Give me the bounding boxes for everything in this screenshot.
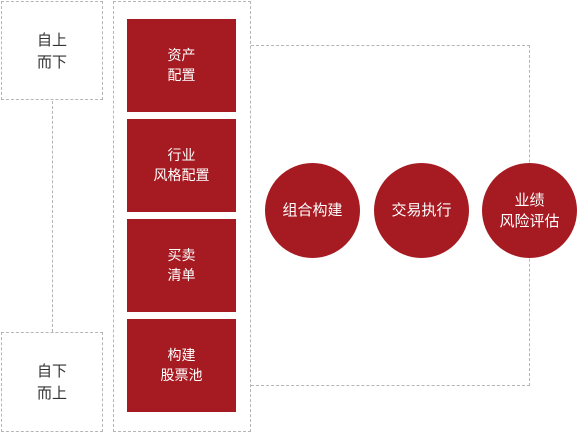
- circle-portfolio-construction: 组合构建: [265, 163, 360, 258]
- bottom-up-label-box: 自下 而上: [1, 332, 103, 432]
- left-vertical-connector: [52, 101, 53, 332]
- circle-label-line: 交易执行: [391, 201, 452, 219]
- top-down-label-box: 自上 而下: [1, 1, 103, 100]
- circle-performance-risk-evaluation: 业绩 风险评估: [482, 163, 577, 258]
- step-trade-list: 买卖 清单: [127, 219, 236, 312]
- bottom-up-label: 自下 而上: [37, 360, 67, 404]
- steps-container: [113, 1, 251, 432]
- bottom-up-line-1: 自下: [36, 362, 67, 380]
- circle-label-line: 业绩: [514, 190, 545, 209]
- step-build-stock-pool: 构建 股票池: [127, 319, 236, 412]
- circle-label-line: 组合构建: [282, 201, 343, 219]
- top-down-label: 自上 而下: [37, 29, 67, 73]
- step-label-line: 行业: [167, 147, 196, 164]
- top-down-line-2: 而下: [36, 52, 67, 71]
- step-label-line: 资产: [167, 47, 196, 64]
- top-down-line-1: 自上: [36, 30, 67, 49]
- bottom-right-connector: [251, 385, 530, 386]
- step-industry-style-allocation: 行业 风格配置: [127, 119, 236, 212]
- circle-label-line: 风险评估: [499, 211, 560, 230]
- top-right-connector: [251, 45, 530, 46]
- step-label-line: 风格配置: [153, 167, 210, 184]
- circle-trade-execution: 交易执行: [374, 163, 469, 258]
- step-label-line: 买卖: [167, 247, 196, 264]
- step-label-line: 股票池: [160, 367, 203, 384]
- step-asset-allocation: 资产 配置: [127, 19, 236, 112]
- step-label-line: 清单: [167, 267, 196, 284]
- bottom-up-line-2: 而上: [36, 384, 67, 402]
- step-label-line: 构建: [167, 347, 196, 364]
- step-label-line: 配置: [167, 67, 196, 84]
